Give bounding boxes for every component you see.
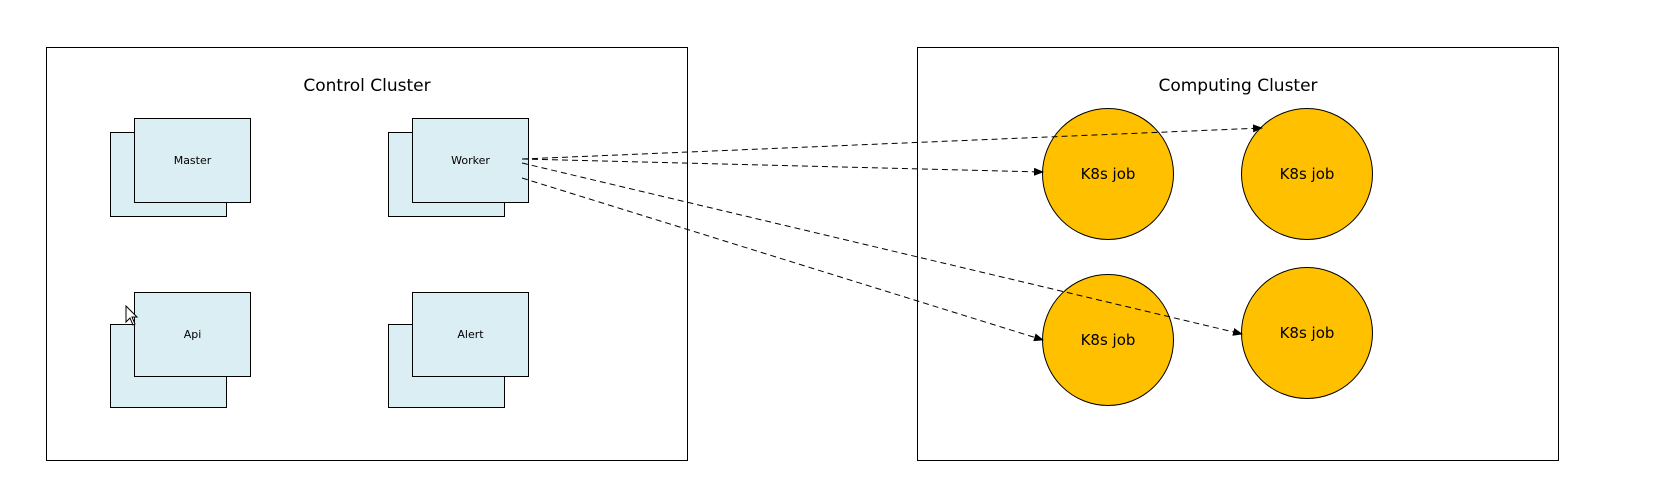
edge-worker-to-job-bottom-right — [521, 162, 1243, 336]
k8s-job-top-left[interactable]: K8s job — [1042, 108, 1174, 240]
worker-node-label: Worker — [412, 118, 529, 203]
control-cluster-title: Control Cluster — [303, 76, 431, 96]
master-node[interactable]: Master — [110, 118, 253, 219]
edge-worker-to-job-bottom-left — [521, 177, 1044, 342]
edge-worker-to-job-top-right — [521, 124, 1263, 160]
computing-cluster: Computing Cluster — [917, 47, 1559, 461]
k8s-job-top-right[interactable]: K8s job — [1241, 108, 1373, 240]
k8s-job-bottom-right[interactable]: K8s job — [1241, 267, 1373, 399]
control-cluster: Control Cluster Master Worker Api Alert — [46, 47, 688, 461]
mouse-cursor-icon — [125, 305, 139, 326]
api-node-label: Api — [134, 292, 251, 377]
edge-worker-to-job-top-left — [521, 158, 1044, 176]
alert-node[interactable]: Alert — [388, 292, 531, 408]
master-node-label: Master — [134, 118, 251, 203]
computing-cluster-title: Computing Cluster — [1158, 76, 1318, 96]
api-node[interactable]: Api — [110, 292, 253, 408]
worker-node[interactable]: Worker — [388, 118, 531, 219]
alert-node-label: Alert — [412, 292, 529, 377]
k8s-job-bottom-left[interactable]: K8s job — [1042, 274, 1174, 406]
